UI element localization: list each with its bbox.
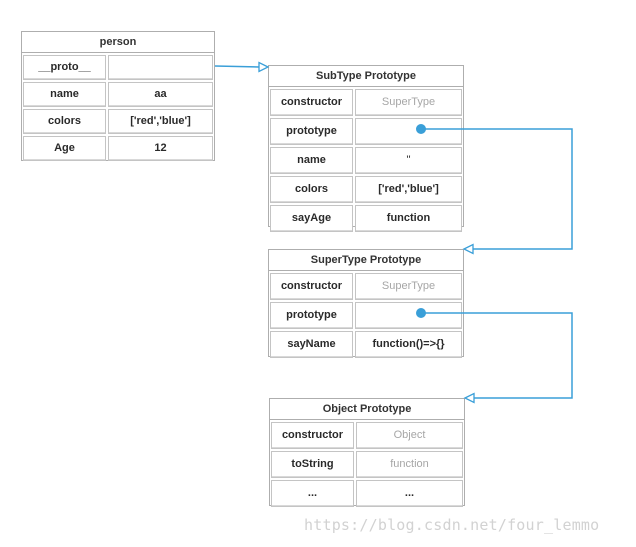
- subtype-key-sayage: sayAge: [270, 205, 353, 232]
- supertype-value-prototype: [355, 302, 462, 329]
- subtype-key-constructor: constructor: [270, 89, 353, 116]
- supertype-prototype-title: SuperType Prototype: [269, 250, 463, 271]
- object-value-tostring: function: [356, 451, 463, 478]
- person-value-colors: ['red','blue']: [108, 109, 213, 134]
- supertype-value-sayname: function()=>{}: [355, 331, 462, 358]
- supertype-row-sayname: sayName function()=>{}: [270, 331, 462, 358]
- person-key-colors: colors: [23, 109, 106, 134]
- person-value-name: aa: [108, 82, 213, 107]
- person-value-proto: [108, 55, 213, 80]
- supertype-key-sayname: sayName: [270, 331, 353, 358]
- arrow-supertype-to-object-head: [463, 392, 475, 404]
- arrow-person-to-subtype-head: [258, 61, 270, 73]
- subtype-key-name: name: [270, 147, 353, 174]
- supertype-key-prototype: prototype: [270, 302, 353, 329]
- subtype-row-sayage: sayAge function: [270, 205, 462, 232]
- subtype-prototype-box: SubType Prototype constructor SuperType …: [268, 65, 464, 232]
- supertype-key-constructor: constructor: [270, 273, 353, 300]
- person-key-proto: __proto__: [23, 55, 106, 80]
- person-box: person __proto__ name aa colors ['red','…: [21, 31, 215, 161]
- object-key-ellipsis: ...: [271, 480, 354, 507]
- person-key-name: name: [23, 82, 106, 107]
- supertype-row-constructor: constructor SuperType: [270, 273, 462, 300]
- subtype-value-prototype: [355, 118, 462, 145]
- subtype-key-colors: colors: [270, 176, 353, 203]
- subtype-key-prototype: prototype: [270, 118, 353, 145]
- supertype-prototype-box: SuperType Prototype constructor SuperTyp…: [268, 249, 464, 358]
- subtype-row-name: name '': [270, 147, 462, 174]
- object-prototype-title: Object Prototype: [270, 399, 464, 420]
- subtype-value-colors: ['red','blue']: [355, 176, 462, 203]
- subtype-prototype-title: SubType Prototype: [269, 66, 463, 87]
- person-key-age: Age: [23, 136, 106, 161]
- watermark-text: https://blog.csdn.net/four_lemmo: [304, 516, 600, 534]
- object-value-constructor: Object: [356, 422, 463, 449]
- arrow-person-to-subtype: [214, 65, 260, 68]
- arrow-subtype-to-supertype-head: [462, 243, 474, 255]
- subtype-value-name: '': [355, 147, 462, 174]
- person-row-name: name aa: [23, 82, 213, 107]
- object-row-constructor: constructor Object: [271, 422, 463, 449]
- person-row-colors: colors ['red','blue']: [23, 109, 213, 134]
- subtype-row-colors: colors ['red','blue']: [270, 176, 462, 203]
- object-row-tostring: toString function: [271, 451, 463, 478]
- object-prototype-box: Object Prototype constructor Object toSt…: [269, 398, 465, 507]
- supertype-value-constructor: SuperType: [355, 273, 462, 300]
- object-row-ellipsis: ... ...: [271, 480, 463, 507]
- person-row-proto: __proto__: [23, 55, 213, 80]
- subtype-row-prototype: prototype: [270, 118, 462, 145]
- supertype-row-prototype: prototype: [270, 302, 462, 329]
- person-title: person: [22, 32, 214, 53]
- subtype-row-constructor: constructor SuperType: [270, 89, 462, 116]
- subtype-value-constructor: SuperType: [355, 89, 462, 116]
- person-value-age: 12: [108, 136, 213, 161]
- subtype-value-sayage: function: [355, 205, 462, 232]
- object-key-tostring: toString: [271, 451, 354, 478]
- object-key-constructor: constructor: [271, 422, 354, 449]
- object-value-ellipsis: ...: [356, 480, 463, 507]
- person-row-age: Age 12: [23, 136, 213, 161]
